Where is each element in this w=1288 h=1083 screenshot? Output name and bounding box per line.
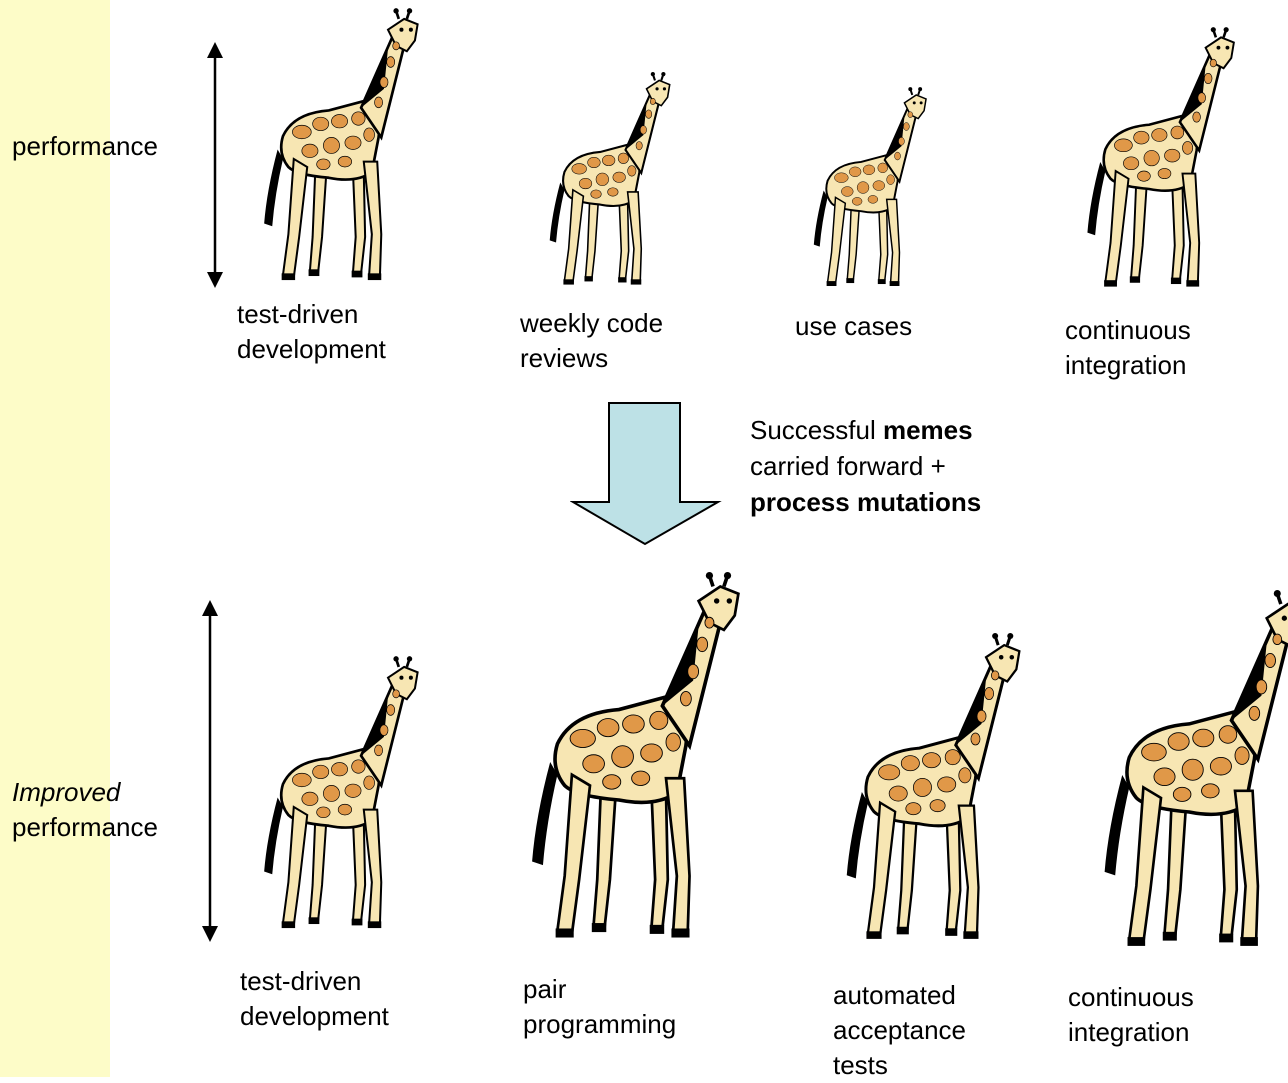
giraffe-icon — [248, 8, 423, 291]
caption-top-3: use cases — [795, 309, 912, 344]
bottom-performance-label: performance — [12, 810, 158, 845]
bottom-performance-axis-arrow — [195, 598, 225, 944]
down-arrow-icon — [570, 400, 722, 548]
top-performance-label: performance — [12, 129, 158, 164]
transition-note: Successful memes carried forward + proce… — [750, 412, 981, 520]
giraffe-icon — [802, 87, 930, 294]
improved-label: Improved — [12, 775, 120, 810]
giraffe-icon — [510, 572, 746, 952]
giraffe-icon — [828, 633, 1026, 951]
giraffe-icon — [248, 656, 423, 939]
giraffe-icon — [1083, 590, 1288, 960]
top-performance-axis-arrow — [200, 40, 230, 290]
giraffe-icon — [537, 72, 674, 293]
giraffe-icon — [1072, 27, 1239, 297]
